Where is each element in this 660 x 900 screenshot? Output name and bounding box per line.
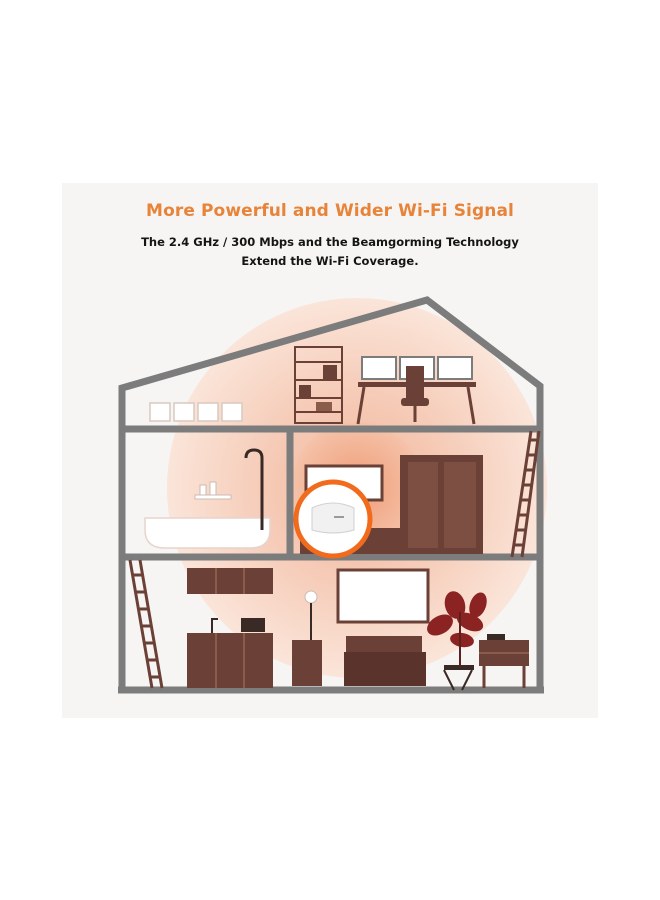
bookshelf <box>294 346 343 424</box>
desk-icon <box>356 356 476 425</box>
plant-icon <box>427 591 487 668</box>
router-icon <box>293 479 373 559</box>
subheadline-line-2: Extend the Wi-Fi Coverage. <box>241 254 419 268</box>
storage-boxes <box>149 402 243 422</box>
ladder-icon <box>128 559 164 689</box>
side-cabinet <box>479 634 529 688</box>
kitchen <box>187 568 273 688</box>
ladder-icon <box>510 430 541 558</box>
bathtub-icon <box>144 448 271 549</box>
headline: More Powerful and Wider Wi-Fi Signal <box>146 201 514 221</box>
subheadline-line-1: The 2.4 GHz / 300 Mbps and the Beamgormi… <box>141 235 519 249</box>
